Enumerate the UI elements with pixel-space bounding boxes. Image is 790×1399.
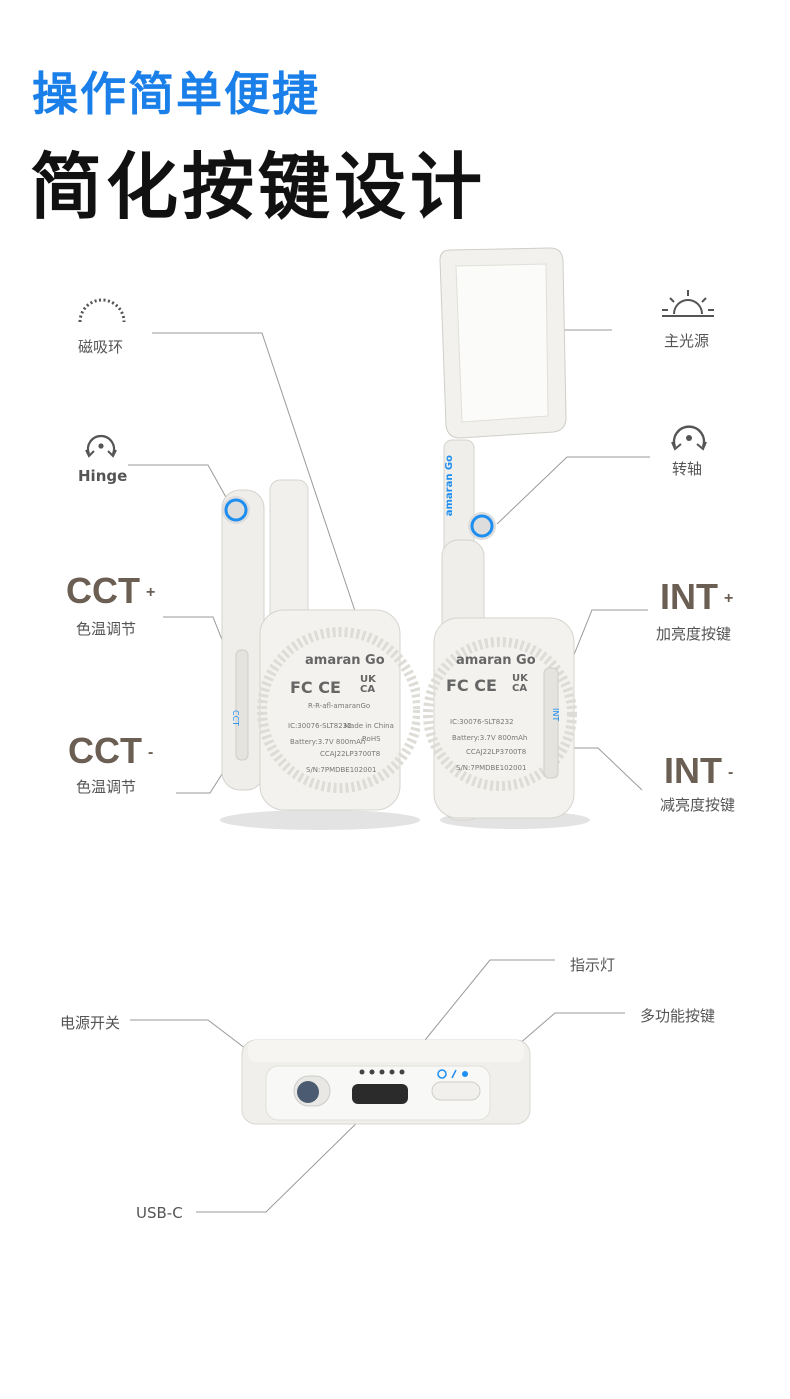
indicator-label: 指示灯 (570, 956, 616, 974)
cct-minus-heading: CCT- (68, 730, 154, 771)
cct-plus-heading: CCT+ (66, 570, 156, 611)
magnetic-ring-icon (78, 298, 126, 323)
int-minus-heading: INT- (664, 750, 734, 791)
int-plus-desc: 加亮度按键 (656, 625, 732, 643)
left-device-made: Made in China (344, 722, 394, 730)
cct-minus-desc: 色温调节 (76, 778, 137, 796)
right-device-ic: IC:30076-SLT8232 (450, 718, 514, 726)
left-device-ukca: UK CA (360, 674, 376, 695)
left-device-cct-side: CCT (231, 710, 240, 727)
device-bottom-view (241, 1039, 531, 1125)
right-device-brand: amaran Go (456, 653, 536, 668)
int-minus-desc: 减亮度按键 (660, 796, 736, 814)
left-device-battery: Battery:3.7V 800mAh (290, 738, 366, 746)
cct-plus-desc: 色温调节 (76, 620, 137, 638)
left-device-sn: S/N:7PMDBE102001 (306, 766, 377, 774)
right-device-ukca: UK CA (512, 673, 528, 694)
magnetic-ring-label: 磁吸环 (78, 338, 124, 356)
left-device-cca: CCAJ22LP3700T8 (320, 750, 381, 758)
sun-icon (662, 290, 714, 317)
left-device-brand: amaran Go (305, 653, 385, 668)
power-switch-label: 电源开关 (60, 1014, 121, 1032)
int-plus-heading: INT+ (660, 576, 734, 617)
right-device-cert: FC CE (446, 676, 497, 695)
right-device-battery: Battery:3.7V 800mAh (452, 734, 528, 742)
device-folded-view (220, 479, 420, 830)
device-open-view (423, 247, 590, 829)
left-device-rr: R-R-afl-amaranGo (308, 702, 371, 710)
page-title: 简化按键设计 (30, 145, 487, 229)
right-device-cca: CCAJ22LP3700T8 (466, 748, 527, 756)
right-device-sn: S/N:7PMDBE102001 (456, 764, 527, 772)
pivot-icon (671, 425, 707, 451)
multi-button-label: 多功能按键 (640, 1007, 716, 1025)
left-device-rohs: RoHS (362, 735, 381, 743)
main-light-label: 主光源 (664, 332, 710, 350)
usb-c-label: USB-C (136, 1204, 183, 1222)
right-device-brand-vertical: amaran Go (444, 455, 455, 517)
left-device-cert: FC CE (290, 678, 341, 697)
right-device-int-side: INT (551, 708, 560, 722)
hinge-icon (85, 434, 117, 458)
hinge-label: Hinge (78, 467, 128, 485)
pivot-label: 转轴 (672, 460, 703, 478)
page-subtitle: 操作简单便捷 (32, 67, 320, 121)
left-device-ic: IC:30076-SLT8232 (288, 722, 352, 730)
